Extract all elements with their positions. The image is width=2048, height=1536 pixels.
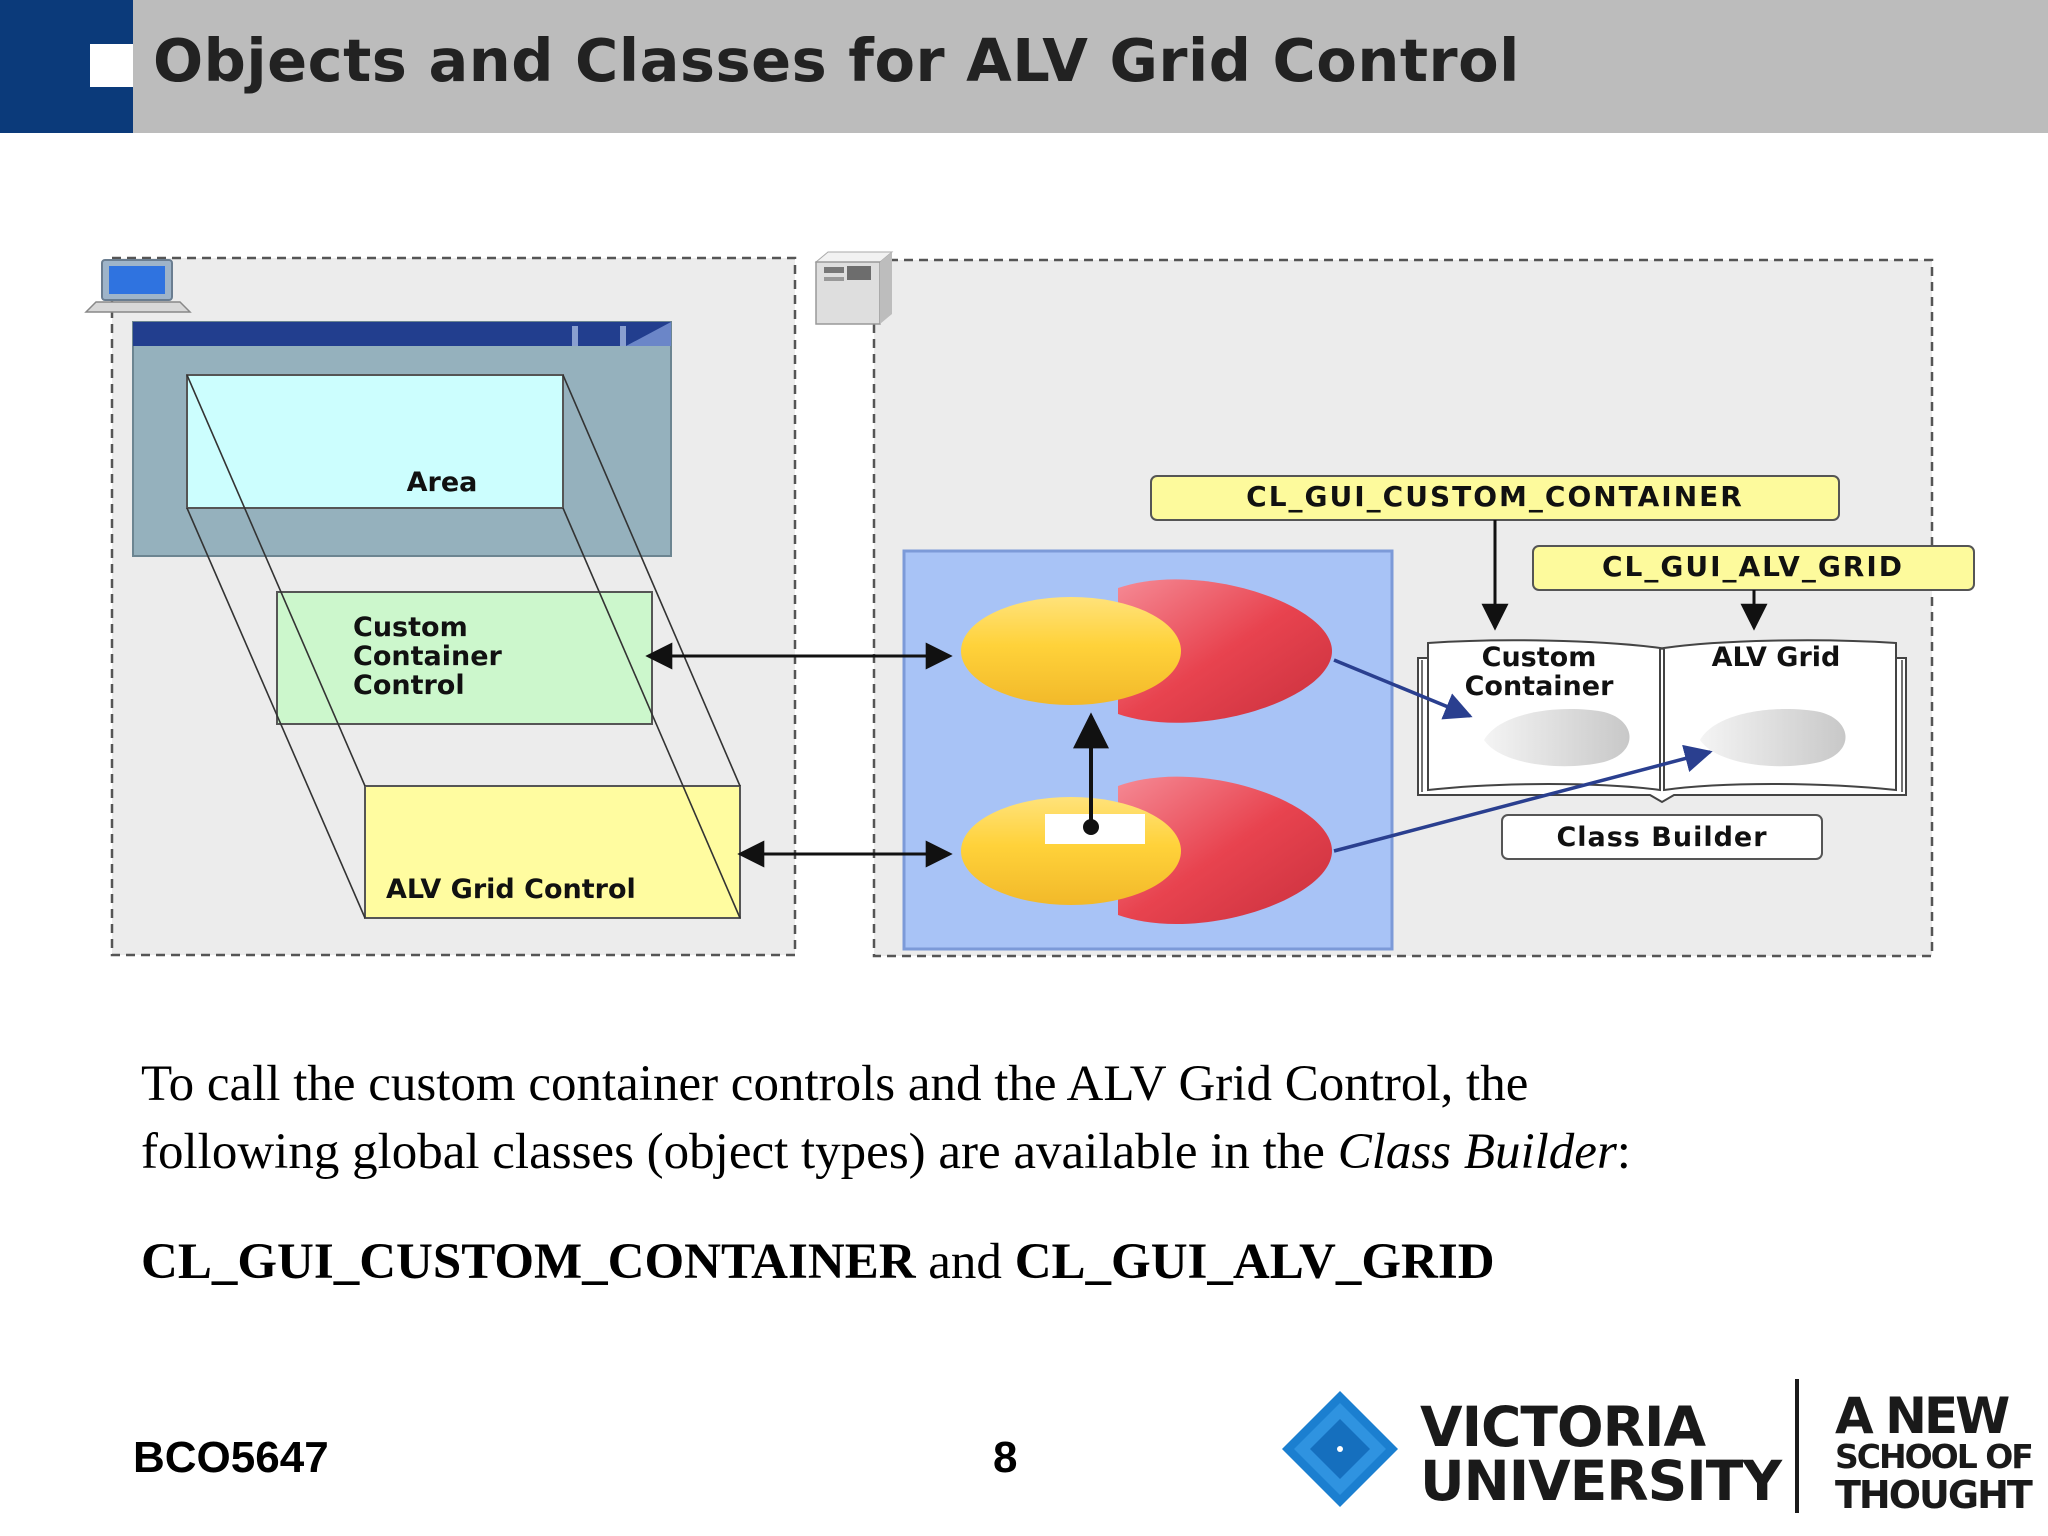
class-name-alv-grid: CL_GUI_ALV_GRID [1014, 1234, 1495, 1290]
logo-divider [1795, 1379, 1799, 1513]
logo-tagline-line-2: SCHOOL OF [1835, 1437, 2034, 1476]
class-label-custom-container-text: CL_GUI_CUSTOM_CONTAINER [1246, 480, 1744, 513]
class-builder-book [1417, 639, 1907, 804]
victoria-university-logo: VICTORIA UNIVERSITY A NEW SCHOOL OF THOU… [1280, 1375, 2034, 1525]
title-accent [0, 0, 133, 133]
title-bar [0, 0, 2048, 133]
body-line-2-end: : [1616, 1124, 1631, 1180]
page-number: 8 [993, 1433, 1018, 1482]
classes-conjunction: and [915, 1234, 1015, 1290]
alv-grid-object-icon [961, 776, 1332, 925]
title-accent-square [90, 44, 133, 87]
body-line-2: following global classes (object types) … [141, 1118, 1991, 1186]
body-line-1: To call the custom container controls an… [141, 1056, 1529, 1112]
class-label-custom-container: CL_GUI_CUSTOM_CONTAINER [1150, 475, 1840, 521]
classes-line: CL_GUI_CUSTOM_CONTAINER and CL_GUI_ALV_G… [141, 1228, 1991, 1296]
course-code: BCO5647 [133, 1433, 329, 1482]
container-instance-arrow [1333, 658, 1473, 720]
grid-instance-arrow [1333, 744, 1713, 853]
class-name-custom-container: CL_GUI_CUSTOM_CONTAINER [141, 1234, 916, 1290]
custom-container-control-box [276, 591, 653, 725]
book-left-label-2: Container [1465, 671, 1615, 702]
alv-grid-control-box [364, 785, 741, 919]
logo-name-line-2: UNIVERSITY [1420, 1449, 1782, 1513]
custom-container-label-3: Control [353, 670, 465, 701]
class-builder-label: Class Builder [1501, 814, 1823, 860]
book-left-label-1: Custom [1482, 642, 1597, 673]
logo-name-line-1: VICTORIA [1420, 1395, 1706, 1459]
area-box [186, 374, 564, 509]
projection-lines [186, 374, 741, 919]
custom-container-object-icon [961, 579, 1332, 723]
server-icon [814, 251, 894, 325]
class-label-alv-grid: CL_GUI_ALV_GRID [1532, 545, 1975, 591]
custom-container-label-2: Container [353, 641, 503, 672]
diamond-logo-icon [1282, 1391, 1398, 1507]
book-right-label: ALV Grid [1712, 642, 1841, 673]
custom-container-label-1: Custom [353, 612, 468, 643]
body-text: To call the custom container controls an… [141, 1050, 1991, 1296]
logo-tagline-line-3: THOUGHT [1835, 1473, 2033, 1517]
computer-icon [84, 259, 192, 313]
area-label: Area [407, 467, 478, 498]
logo-tagline-line-1: A NEW [1835, 1387, 2010, 1445]
reference-arrow [1073, 712, 1109, 835]
body-line-2-text: following global classes (object types) … [141, 1124, 1338, 1180]
alv-grid-control-label: ALV Grid Control [386, 874, 636, 905]
class-label-alv-grid-text: CL_GUI_ALV_GRID [1602, 550, 1904, 583]
architecture-diagram: Area Custom Container Control ALV Grid C… [84, 251, 1975, 958]
class-builder-label-text: Class Builder [1556, 822, 1767, 853]
class-builder-emphasis: Class Builder [1337, 1124, 1617, 1180]
slide-title: Objects and Classes for ALV Grid Control [153, 26, 1520, 95]
